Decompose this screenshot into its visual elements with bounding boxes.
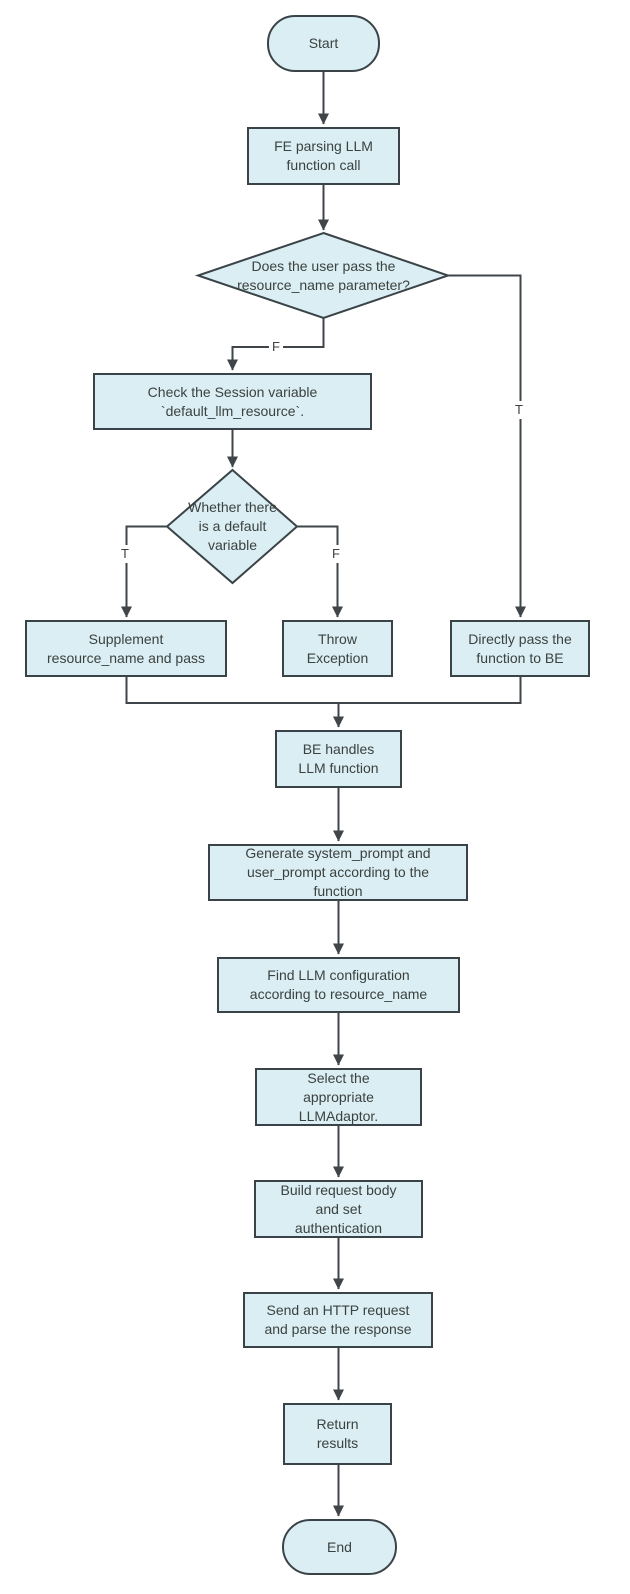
node-direct-pass: Directly pass the function to BE	[450, 620, 590, 677]
edge-default-var-true-to-supplement	[121, 525, 167, 618]
node-start-label: Start	[308, 35, 339, 51]
branch-label-default-var-true: T	[118, 545, 132, 563]
branch-label-pass-resource-true: T	[512, 401, 526, 419]
edge-pass-resource-true-to-direct-pass	[448, 274, 526, 618]
node-direct-pass-label: Directly pass the function to BE	[468, 630, 572, 666]
node-check-session: Check the Session variable `default_llm_…	[93, 373, 372, 430]
node-return-results-label: Return results	[316, 1416, 359, 1451]
node-build-request-label: Build request body and set authenticatio…	[280, 1181, 397, 1236]
decision-default-var-shape	[165, 468, 299, 585]
node-start: Start	[267, 15, 380, 72]
node-be-handles: BE handles LLM function	[275, 730, 402, 788]
node-select-adaptor-label: Select the appropriate LLMAdaptor.	[298, 1069, 379, 1124]
branch-label-pass-resource-false: F	[269, 338, 283, 356]
node-throw-exception: Throw Exception	[282, 620, 393, 677]
node-find-config-label: Find LLM configuration according to reso…	[249, 967, 428, 1002]
node-end-label: End	[327, 1538, 352, 1555]
decision-pass-resource-shape	[194, 231, 452, 320]
node-fe-parsing: FE parsing LLM function call	[247, 127, 400, 185]
node-send-request-label: Send an HTTP request and parse the respo…	[264, 1302, 412, 1337]
node-supplement: Supplement resource_name and pass	[25, 620, 227, 677]
node-supplement-label: Supplement resource_name and pass	[47, 630, 205, 666]
node-generate-prompts: Generate system_prompt and user_prompt a…	[208, 844, 468, 901]
node-build-request: Build request body and set authenticatio…	[254, 1180, 423, 1238]
node-check-session-label: Check the Session variable `default_llm_…	[147, 383, 318, 419]
node-send-request: Send an HTTP request and parse the respo…	[243, 1292, 433, 1348]
edge-merge-rail	[125, 677, 522, 704]
node-find-config: Find LLM configuration according to reso…	[217, 957, 460, 1013]
branch-label-default-var-false: F	[329, 545, 343, 563]
node-be-handles-label: BE handles LLM function	[298, 741, 379, 776]
node-throw-exception-label: Throw Exception	[306, 630, 369, 666]
node-select-adaptor: Select the appropriate LLMAdaptor.	[255, 1068, 422, 1126]
node-generate-prompts-label: Generate system_prompt and user_prompt a…	[245, 845, 431, 899]
node-return-results: Return results	[283, 1403, 392, 1465]
node-end: End	[282, 1519, 397, 1575]
edge-default-var-false-to-throw-exception	[297, 525, 343, 618]
node-fe-parsing-label: FE parsing LLM function call	[274, 138, 373, 173]
